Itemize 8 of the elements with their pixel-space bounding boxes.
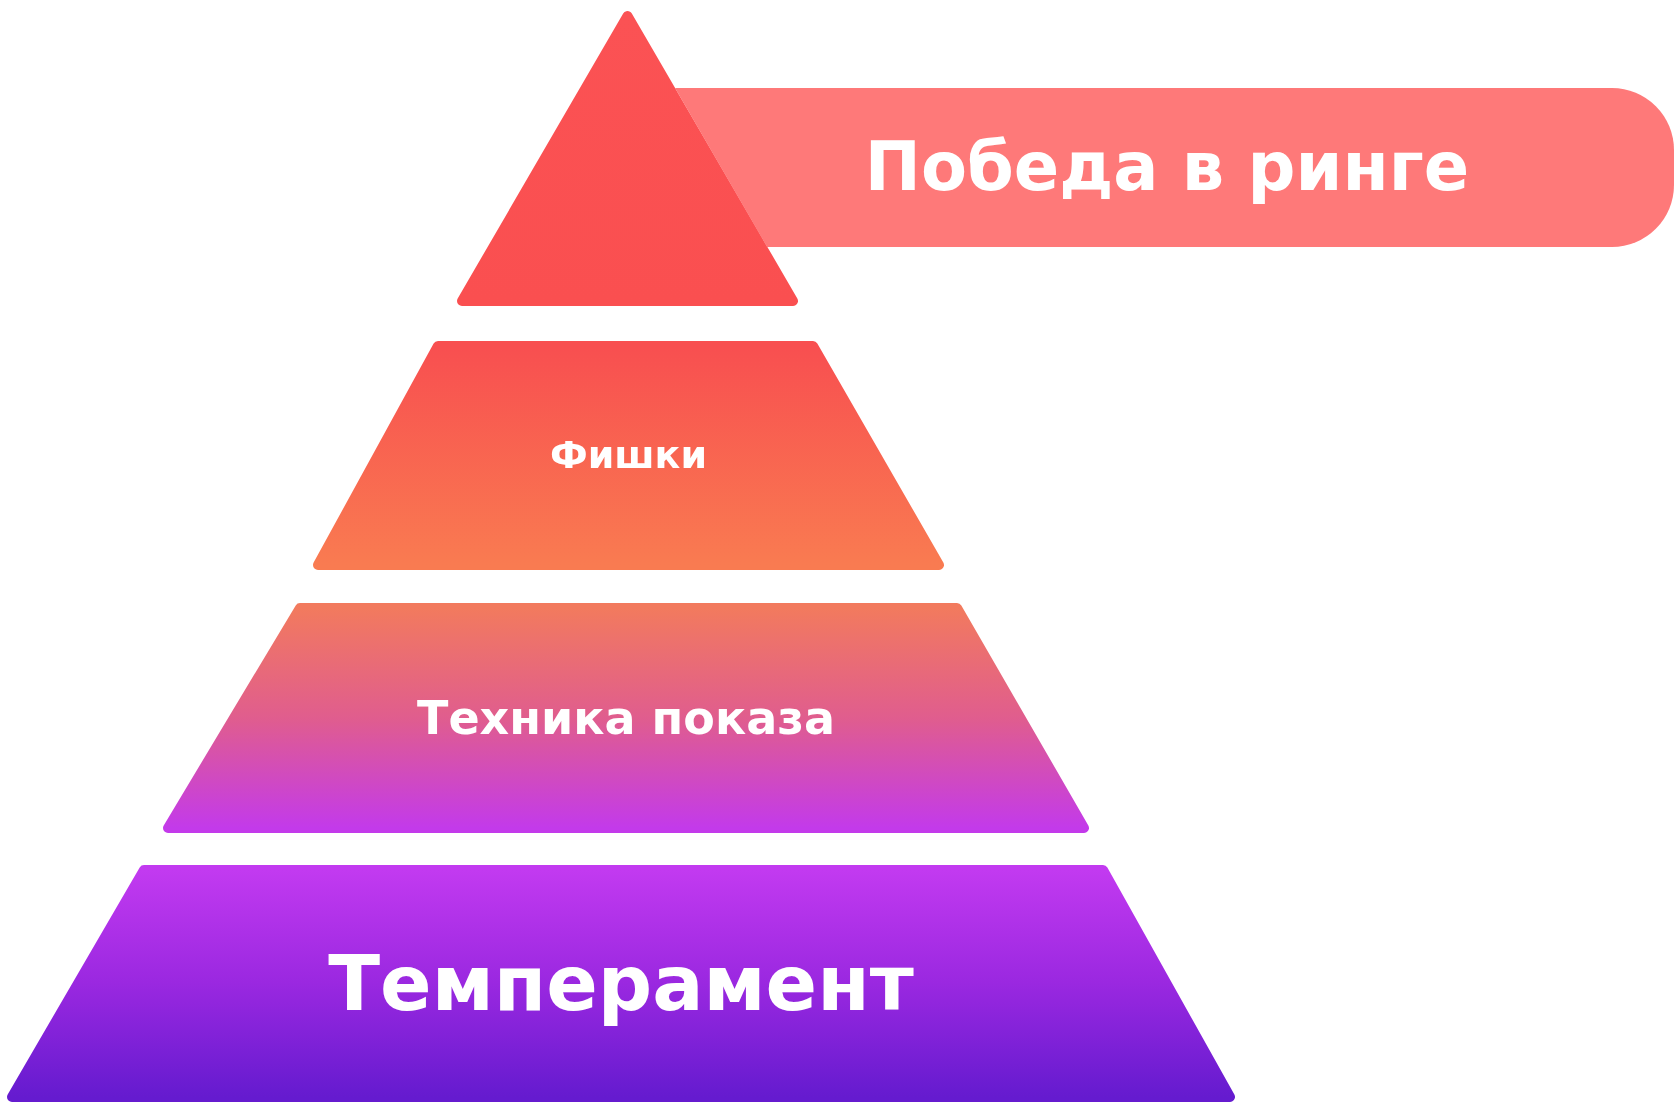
banner-label: Победа в ринге xyxy=(864,128,1470,206)
tier-label: Техника показа xyxy=(417,691,835,745)
tier-label: Фишки xyxy=(549,433,708,478)
pyramid-tier xyxy=(313,341,944,570)
pyramid-tier xyxy=(7,865,1235,1102)
pyramid-tier xyxy=(163,603,1089,833)
pyramid-apex xyxy=(457,11,798,306)
tier-label: Темперамент xyxy=(328,939,914,1028)
